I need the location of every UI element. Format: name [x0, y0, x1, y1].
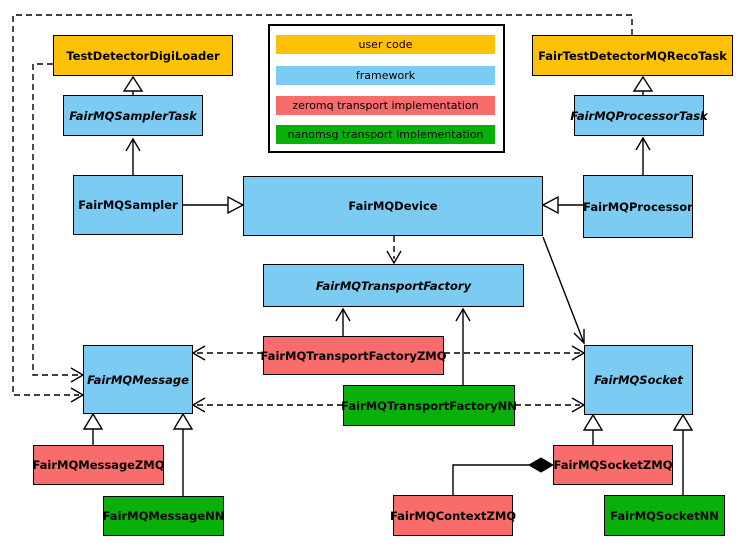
class-node-fairmqsocketnn: FairMQSocketNN: [604, 495, 725, 536]
generalization-arrow-socketnn-to-socket: [672, 413, 694, 495]
composition-link-socketzmq-to-contextzmq: [452, 457, 554, 495]
class-node-fairmqmessagezmq: FairMQMessageZMQ: [32, 445, 165, 485]
open-arrow-sampler-to-samplertask: [125, 137, 141, 175]
class-node-fairmqsamplertask: FairMQSamplerTask: [63, 95, 203, 136]
dependency-arrow-device-to-transportfactory: [386, 236, 402, 265]
dependency-arrow-nnfactory-to-socket: [515, 397, 586, 413]
class-node-fairmqdevice: FairMQDevice: [243, 176, 543, 236]
class-node-fairmqsampler: FairMQSampler: [73, 175, 183, 235]
legend-item-user-code: user code: [276, 35, 495, 54]
class-node-fairmqcontextzmq: FairMQContextZMQ: [390, 495, 516, 536]
dependency-arrow-nnfactory-to-message: [191, 397, 343, 413]
legend-box: user code framework zeromq transport imp…: [268, 24, 505, 153]
class-node-fairmqmessagenn: FairMQMessageNN: [103, 496, 224, 536]
class-node-fairtestdetectormqrecotask: FairTestDetectorMQRecoTask: [532, 35, 733, 76]
generalization-arrow-samplertask-to-digiloader: [122, 75, 144, 95]
legend-item-zeromq: zeromq transport implementation: [276, 96, 495, 115]
legend-item-framework: framework: [276, 66, 495, 85]
generalization-arrow-processor-to-device: [541, 195, 583, 215]
class-node-fairmqtransportfactorynn: FairMQTransportFactoryNN: [341, 385, 517, 426]
class-node-testdetectordigiloader: TestDetectorDigiLoader: [53, 35, 233, 76]
class-node-fairmqmessage: FairMQMessage: [83, 345, 193, 414]
class-node-fairmqsocketzmq: FairMQSocketZMQ: [553, 445, 673, 485]
open-arrow-zmqfactory-to-transportfactory: [335, 307, 351, 336]
dependency-arrow-zmqfactory-to-socket: [444, 345, 586, 361]
generalization-arrow-messagezmq-to-message: [82, 412, 104, 445]
class-node-fairmqprocessor: FairMQProcessor: [583, 175, 693, 238]
open-arrow-nnfactory-to-transportfactory: [455, 307, 471, 385]
open-arrow-device-to-socket: [542, 236, 585, 345]
generalization-arrow-processortask-to-recotask: [632, 75, 654, 95]
class-node-fairmqprocessortask: FairMQProcessorTask: [570, 95, 708, 136]
class-node-fairmqtransportfactory: FairMQTransportFactory: [263, 264, 524, 307]
generalization-arrow-sampler-to-device: [183, 195, 245, 215]
class-node-fairmqsocket: FairMQSocket: [584, 345, 693, 415]
generalization-arrow-socketzmq-to-socket: [582, 413, 604, 445]
class-node-fairmqtransportfactoryzmq: FairMQTransportFactoryZMQ: [261, 336, 447, 375]
open-arrow-processor-to-processortask: [635, 136, 651, 175]
legend-item-nanomsg: nanomsg transport implementation: [276, 125, 495, 144]
generalization-arrow-messagenn-to-message: [172, 412, 194, 496]
dependency-arrow-zmqfactory-to-message: [191, 345, 263, 361]
